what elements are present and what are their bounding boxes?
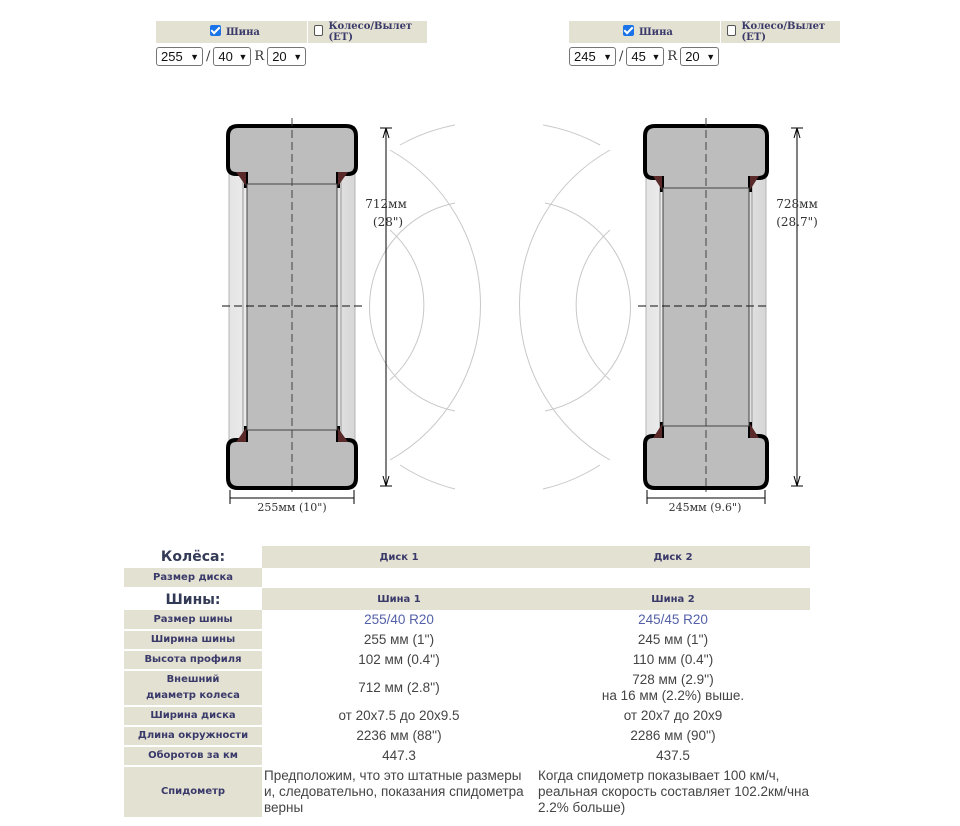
disk-2-header: Диск 2 (536, 546, 810, 568)
tires-header-row: Шины: Шина 1 Шина 2 (124, 588, 810, 610)
row-label: Высота профиля (124, 650, 262, 671)
table-row: Спидометр Предположим, что это штатные р… (124, 766, 810, 819)
chevron-down-icon: ▼ (651, 51, 661, 62)
rim-select-1[interactable]: 20▼ (267, 47, 307, 66)
slash-separator: / (206, 49, 211, 64)
chevron-down-icon: ▼ (190, 51, 199, 62)
rim-prefix: R (254, 49, 265, 64)
disk-1-size (262, 568, 536, 588)
wheel-option-2[interactable]: Колесо/Вылет (ET) (721, 21, 841, 43)
table-row: Ширина шины 255 мм (1'') 245 мм (1'') (124, 630, 810, 651)
wheels-section-title: Колёса: (160, 549, 226, 565)
row-label: Внешний диаметр колеса (124, 670, 262, 707)
row-label: Размер шины (124, 610, 262, 631)
row-label: Спидометр (124, 766, 262, 819)
tire-2-cross-section (638, 118, 770, 492)
chevron-down-icon: ▼ (293, 51, 303, 62)
row-label: Оборотов за км (124, 746, 262, 767)
tire-comparison-diagram: 712мм (28") 255мм (10") 728мм (28.7") 24… (222, 118, 818, 514)
tire-1-profile-height: 102 мм (0.4'') (358, 652, 440, 667)
tire-2-rim-width: от 20x7 до 20x9 (623, 708, 723, 723)
disk-2-size (536, 568, 810, 588)
tire-checkbox-2[interactable] (623, 24, 634, 36)
table-row: Внешний диаметр колеса 712 мм (2.8'') 72… (124, 670, 810, 707)
table-row: Оборотов за км 447.3 437.5 (124, 746, 810, 767)
tire-1-diameter-dimension (380, 127, 392, 487)
tire-1-header: Шина 1 (262, 588, 536, 610)
tire-option-2[interactable]: Шина (569, 21, 721, 43)
wheel-option-1[interactable]: Колесо/Вылет (ET) (308, 21, 428, 43)
chevron-down-icon: ▼ (706, 51, 716, 62)
tire-2-diameter-mm: 728мм (776, 197, 818, 211)
wheel-checkbox-1[interactable] (314, 24, 324, 36)
tire-checkbox-1[interactable] (210, 24, 221, 36)
table-row: Высота профиля 102 мм (0.4'') 110 мм (0.… (124, 650, 810, 671)
tire-1-cross-section (222, 118, 362, 492)
tire-1-width-dimension (229, 490, 355, 504)
tire-selector-1: Шина Колесо/Вылет (ET) 255▼ / 40▼ R 20▼ (156, 21, 428, 66)
tire-1-revolutions-per-km: 447.3 (382, 748, 416, 763)
wheel-option-label: Колесо/Вылет (ET) (328, 21, 413, 43)
tire-2-width: 245 мм (1'') (637, 632, 709, 647)
wheel-option-label: Колесо/Вылет (ET) (741, 21, 826, 43)
tire-2-speedometer-note: Когда спидометр показывает 100 км/ч, реа… (538, 768, 809, 815)
tire-2-profile-height: 110 мм (0.4'') (632, 652, 714, 667)
tire-option-label: Шина (226, 26, 260, 38)
table-row: Размер диска (124, 568, 810, 589)
tire-selector-2: Шина Колесо/Вылет (ET) 245▼ / 45▼ R 20▼ (569, 21, 841, 66)
tire-2-header: Шина 2 (536, 588, 810, 610)
tire-2-diameter-in: (28.7") (776, 215, 818, 229)
wheel-checkbox-2[interactable] (727, 24, 737, 36)
width-select-2[interactable]: 245▼ (569, 47, 616, 66)
tire-2-outer-diameter-cell: 728 мм (2.9'') на 16 мм (2.2%) выше. (536, 670, 810, 706)
tire-1-width-label: 255мм (10") (257, 501, 326, 514)
row-label: Ширина шины (124, 630, 262, 651)
tire-2-size-link[interactable]: 245/45 R20 (638, 612, 708, 627)
tire-1-rim-width: от 20x7.5 до 20x9.5 (338, 708, 460, 723)
tire-2-outer-diameter: 728 мм (2.9'') (632, 672, 714, 687)
tire-1-size-link[interactable]: 255/40 R20 (364, 612, 434, 627)
rim-select-2[interactable]: 20▼ (680, 47, 720, 66)
tire-2-diameter-dimension (791, 127, 803, 487)
tire-2-circumference: 2286 мм (90'') (630, 728, 716, 743)
row-label: Ширина диска (124, 706, 262, 727)
row-label: Размер диска (124, 568, 262, 589)
tire-2-revolutions-per-km: 437.5 (656, 748, 690, 763)
tire-1-speedometer-note: Предположим, что это штатные размеры и, … (264, 768, 524, 815)
table-row: Размер шины 255/40 R20 245/45 R20 (124, 610, 810, 631)
tire-2-width-label: 245мм (9.6") (669, 501, 742, 514)
tire-option-1[interactable]: Шина (156, 21, 308, 43)
row-label: Длина окружности (124, 726, 262, 747)
profile-select-1[interactable]: 40▼ (213, 47, 252, 66)
tires-section-title: Шины: (165, 591, 221, 608)
wheel-outline-arcs (369, 124, 631, 490)
slash-separator: / (619, 49, 624, 64)
tire-1-circumference: 2236 мм (88'') (356, 728, 442, 743)
tire-1-width: 255 мм (1'') (363, 632, 435, 647)
table-row: Длина окружности 2236 мм (88'') 2286 мм … (124, 726, 810, 747)
tire-2-width-dimension (646, 490, 766, 504)
tire-option-label: Шина (639, 26, 673, 38)
profile-select-2[interactable]: 45▼ (626, 47, 665, 66)
chevron-down-icon: ▼ (238, 51, 248, 62)
rim-prefix: R (667, 49, 678, 64)
width-select-1[interactable]: 255▼ (156, 47, 203, 66)
tire-2-diameter-difference: на 16 мм (2.2%) выше. (601, 688, 745, 703)
tire-comparison-table: Колёса: Диск 1 Диск 2 Размер диска Шины:… (124, 546, 810, 819)
chevron-down-icon: ▼ (603, 51, 612, 62)
wheels-header-row: Колёса: Диск 1 Диск 2 (124, 546, 810, 568)
tire-1-diameter-mm: 712мм (365, 197, 407, 211)
tire-1-diameter-in: (28") (373, 215, 403, 229)
tire-1-outer-diameter: 712 мм (2.8'') (358, 680, 440, 695)
disk-1-header: Диск 1 (262, 546, 536, 568)
table-row: Ширина диска от 20x7.5 до 20x9.5 от 20x7… (124, 706, 810, 727)
